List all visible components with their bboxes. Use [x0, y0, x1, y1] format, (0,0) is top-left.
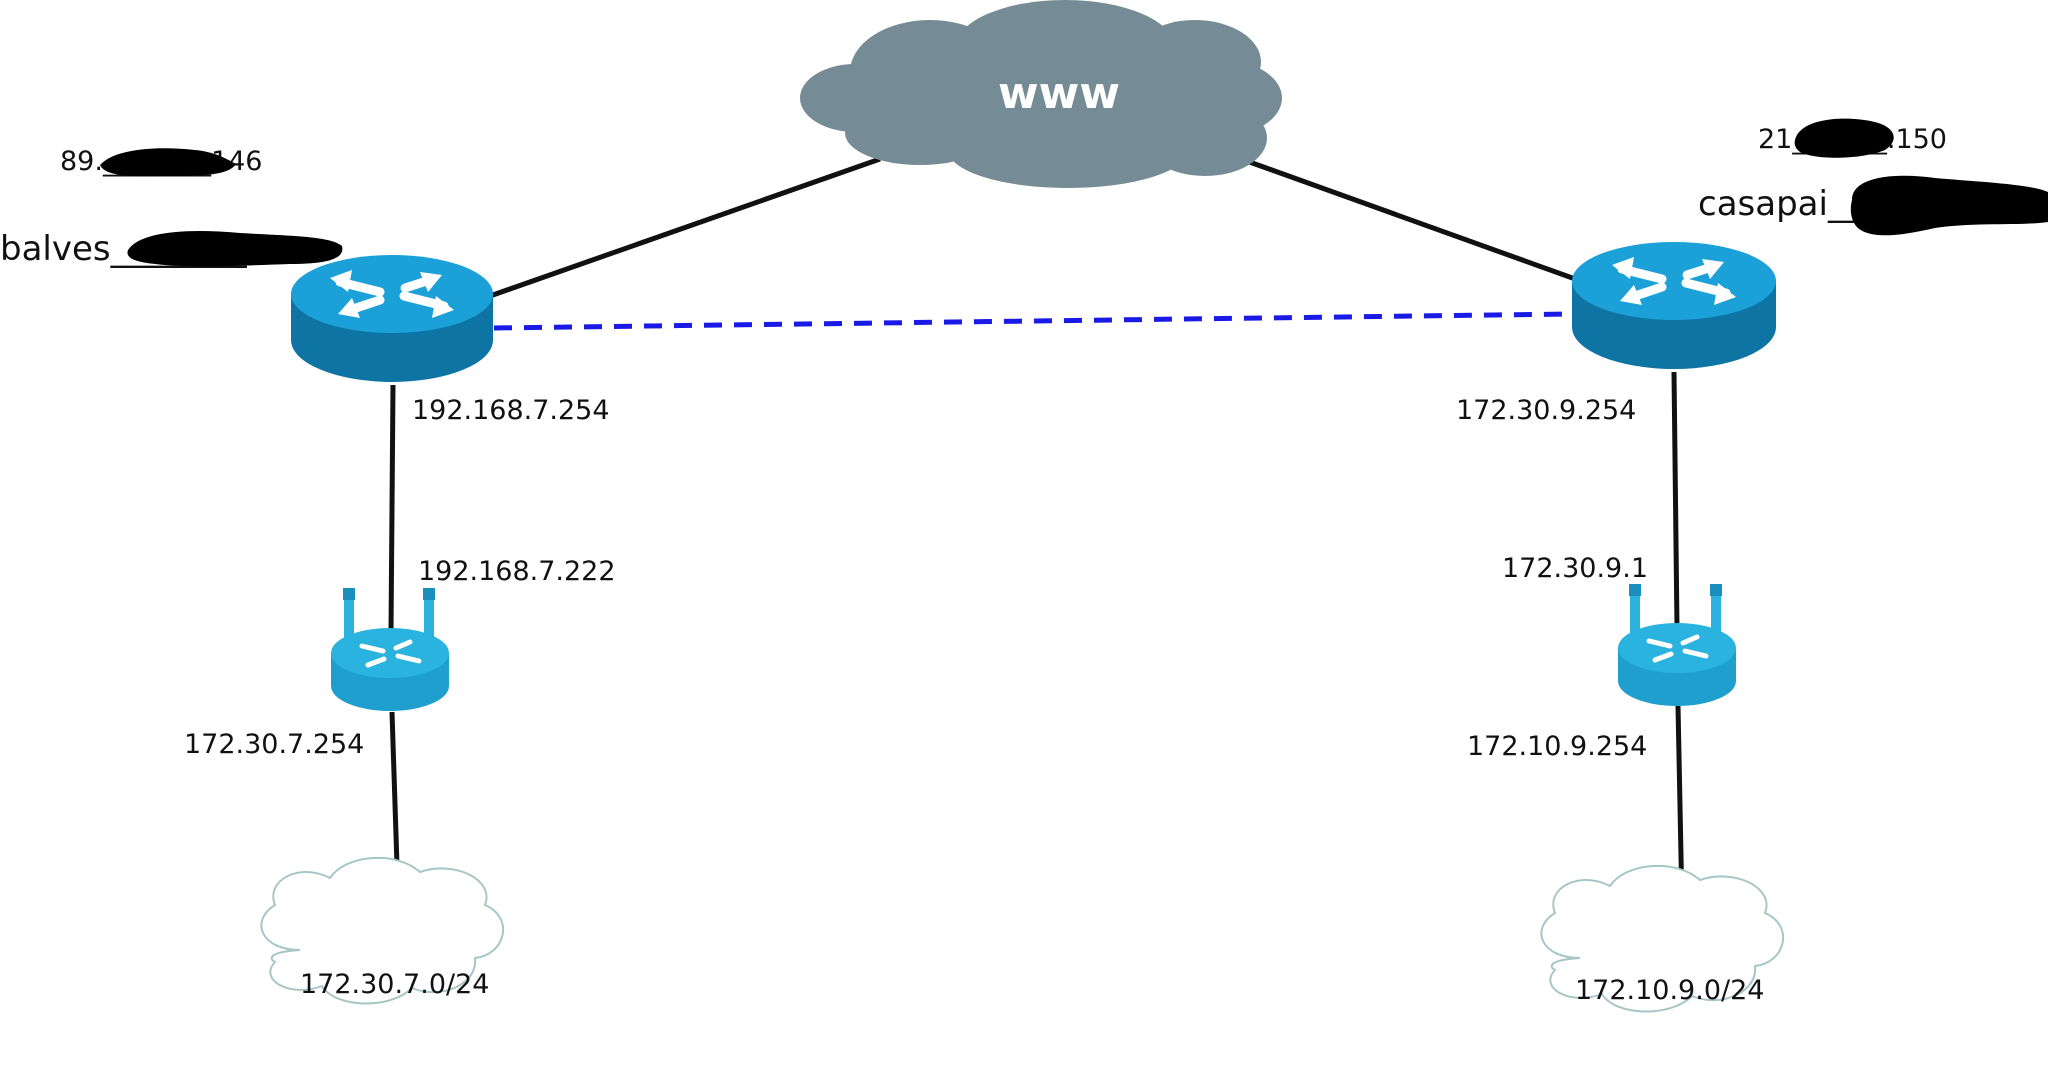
- left-router-icon: [291, 255, 493, 382]
- right-router-lan-ip-label: 172.30.9.254: [1456, 395, 1636, 426]
- redaction-mark: [1850, 175, 2048, 236]
- right-wifi-lan-ip-label: 172.10.9.254: [1467, 731, 1647, 762]
- redaction-mark: [1794, 118, 1894, 158]
- redaction-mark: [100, 148, 236, 177]
- internet-cloud: www: [800, 0, 1282, 188]
- right-router-icon: [1572, 242, 1776, 369]
- left-router-lan-ip-label: 192.168.7.254: [412, 395, 610, 426]
- left-wifi-wan-ip-label: 192.168.7.222: [418, 556, 616, 587]
- right-subnet-cloud: [1540, 864, 1784, 1013]
- right-wifi-router-icon: [1618, 584, 1736, 706]
- link-right-router-internet: [1243, 157, 1579, 283]
- link-left-router-wifi: [388, 384, 396, 633]
- internet-cloud-label: www: [998, 68, 1120, 119]
- vpn-tunnel-link: [493, 311, 1571, 331]
- left-subnet-label: 172.30.7.0/24: [300, 969, 489, 1000]
- left-wifi-lan-ip-label: 172.30.7.254: [184, 729, 364, 760]
- link-left-router-internet: [489, 156, 881, 299]
- right-subnet-label: 172.10.9.0/24: [1575, 975, 1764, 1006]
- redaction-mark: [127, 231, 343, 267]
- left-wifi-router-icon: [331, 588, 449, 711]
- link-right-router-wifi: [1671, 371, 1680, 629]
- left-subnet-cloud: [260, 856, 504, 1005]
- right-wifi-wan-ip-label: 172.30.9.1: [1502, 553, 1648, 584]
